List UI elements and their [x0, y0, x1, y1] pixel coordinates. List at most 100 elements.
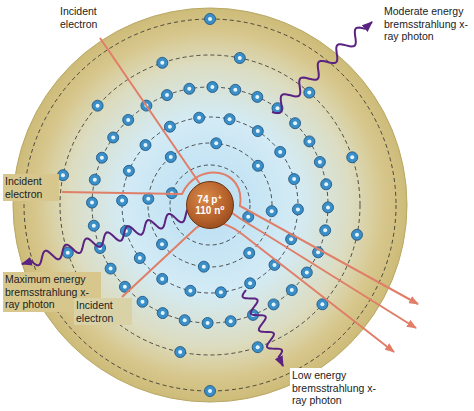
electron-core	[238, 56, 242, 60]
shell-orbit	[24, 19, 396, 391]
electron-dot	[123, 114, 134, 125]
electron-body	[157, 57, 168, 68]
electron-dot	[96, 152, 107, 163]
electron-body	[230, 84, 241, 95]
electron-dot	[252, 126, 263, 137]
shell-orbit	[170, 165, 250, 245]
electron-body	[117, 195, 128, 206]
electron-dot	[117, 195, 128, 206]
electron-core	[270, 209, 274, 213]
electron-body	[244, 248, 255, 259]
electron-body	[165, 152, 176, 163]
electron-body	[252, 126, 263, 137]
electron-dot	[105, 263, 116, 274]
electron-core	[273, 263, 277, 267]
electron-core	[146, 197, 150, 201]
electron-core	[123, 285, 127, 289]
electron-core	[219, 290, 223, 294]
electron-dot	[323, 202, 334, 213]
callout-label: Incident electron	[3, 174, 59, 201]
electron-dot	[292, 204, 303, 215]
electron-dot	[175, 347, 186, 358]
electron-body	[211, 138, 222, 149]
electron-core	[206, 321, 210, 325]
electron-core	[256, 129, 260, 133]
electron-dot	[194, 112, 205, 123]
electron-dot	[134, 253, 145, 264]
electron-core	[290, 288, 294, 292]
electron-dot	[88, 220, 99, 231]
electron-dot	[314, 157, 325, 168]
callout-label: Incident electron	[74, 298, 132, 325]
electron-body	[205, 386, 216, 397]
electron-dot	[253, 160, 264, 171]
electron-dot	[211, 138, 222, 149]
electron-body	[292, 204, 303, 215]
electron-core	[61, 173, 65, 177]
electron-core	[355, 233, 359, 237]
electron-dot	[252, 91, 263, 102]
callout-label: Moderate energy bremsstrahlung x-ray pho…	[382, 4, 472, 44]
electron-core	[161, 311, 165, 315]
electron-core	[90, 201, 94, 205]
electron-core	[138, 256, 142, 260]
electron-body	[252, 342, 263, 353]
electron-dot	[184, 83, 195, 94]
electron-dot	[275, 146, 286, 157]
nucleus-text: 110 n⁰	[195, 205, 224, 217]
electron-dot	[234, 53, 245, 64]
electron-core	[93, 178, 97, 182]
electron-dot	[164, 121, 175, 132]
electron-body	[185, 285, 196, 296]
callout-label: Incident electron	[58, 4, 114, 31]
electron-core	[197, 116, 201, 120]
electron-body	[162, 90, 173, 101]
electron-core	[293, 121, 297, 125]
electron-body	[224, 114, 235, 125]
electron-body	[140, 140, 151, 151]
electron-dot	[215, 287, 226, 298]
electron-body	[134, 253, 145, 264]
electron-body	[179, 315, 190, 326]
electron-core	[127, 169, 131, 173]
electron-dot	[137, 296, 148, 307]
electron-body	[202, 318, 213, 329]
electron-dot	[304, 87, 315, 98]
electron-core	[160, 242, 164, 246]
electron-body	[157, 273, 168, 284]
electron-body	[175, 347, 186, 358]
electron-core	[229, 319, 233, 323]
electron-core	[141, 300, 145, 304]
incident-electron-paths	[62, 38, 418, 352]
electron-body	[205, 14, 216, 25]
electron-body	[157, 239, 168, 250]
electron-dot	[157, 239, 168, 250]
electron-body	[123, 165, 134, 176]
electron-core	[296, 207, 300, 211]
electron-core	[278, 150, 282, 154]
electron-core	[109, 267, 113, 271]
electron-core	[255, 95, 259, 99]
electron-body	[207, 82, 218, 93]
electron-dot	[225, 316, 236, 327]
electron-dot	[301, 267, 312, 278]
callout-label: Low energy bremsstrahlung x-ray photon	[290, 368, 386, 408]
electron-dot	[179, 315, 190, 326]
electron-body	[266, 206, 277, 217]
electron-core	[289, 237, 293, 241]
electron-core	[178, 350, 182, 354]
electron-core	[326, 205, 330, 209]
electron-body	[87, 197, 98, 208]
electron-core	[160, 277, 164, 281]
electron-core	[307, 91, 311, 95]
electron-dot	[252, 342, 263, 353]
electron-body	[89, 174, 100, 185]
electron-body	[215, 287, 226, 298]
electron-core	[324, 182, 328, 186]
electron-dot	[290, 118, 301, 129]
electron-body	[143, 193, 154, 204]
shell-orbit	[60, 55, 360, 355]
electron-core	[202, 265, 206, 269]
electron-body	[58, 170, 69, 181]
